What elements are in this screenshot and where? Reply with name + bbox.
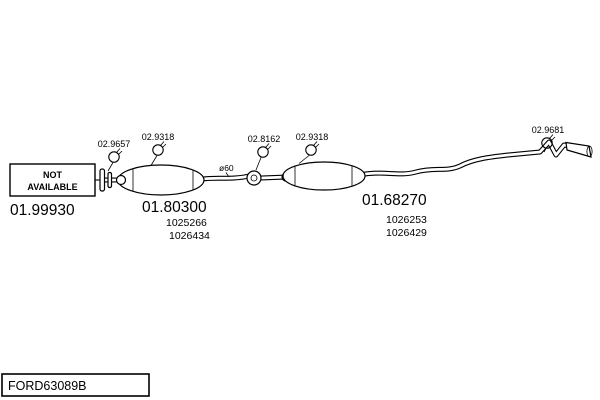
tail-pipe bbox=[357, 139, 587, 178]
front-muffler-body bbox=[115, 164, 205, 196]
tail-pipe-tip bbox=[565, 141, 593, 158]
leader-line-1 bbox=[107, 162, 114, 172]
footer-code-box: FORD63089B bbox=[1, 373, 150, 397]
clamp-icon-3 bbox=[257, 143, 272, 158]
diameter-leader bbox=[225, 172, 230, 178]
not-available-box: NOT AVAILABLE bbox=[9, 163, 96, 197]
not-available-line2: AVAILABLE bbox=[27, 182, 77, 192]
footer-code: FORD63089B bbox=[8, 379, 87, 393]
leader-line-5 bbox=[543, 148, 547, 153]
part-number-mid-muffler: 01.80300 bbox=[142, 199, 207, 216]
part-alt2-rear-muffler: 1026429 bbox=[386, 227, 427, 239]
part-number-front: 01.99930 bbox=[10, 202, 75, 219]
part-number-rear-muffler: 01.68270 bbox=[362, 192, 427, 209]
leader-line-2 bbox=[150, 155, 158, 166]
part-alt1-rear-muffler: 1026253 bbox=[386, 214, 427, 226]
rear-muffler-body bbox=[281, 161, 366, 191]
clamp-icon-1 bbox=[108, 148, 123, 163]
pipe-diameter-label: ø60 bbox=[219, 163, 234, 173]
leader-line-4 bbox=[298, 155, 310, 164]
flex-joint bbox=[246, 170, 262, 186]
mid-pipe bbox=[200, 173, 252, 182]
not-available-line1: NOT bbox=[43, 170, 63, 180]
clamp-icon-2 bbox=[152, 141, 167, 156]
clamp-icon-5 bbox=[541, 134, 556, 149]
clamp-label-4: 02.9318 bbox=[296, 132, 329, 142]
clamp-label-3: 02.8162 bbox=[248, 134, 281, 144]
front-flange bbox=[95, 168, 113, 192]
clamp-icon-4 bbox=[305, 141, 320, 156]
part-alt2-mid-muffler: 1026434 bbox=[169, 230, 210, 242]
part-alt1-mid-muffler: 1025266 bbox=[166, 217, 207, 229]
clamp-label-5: 02.9681 bbox=[532, 125, 565, 135]
leader-line-3 bbox=[255, 157, 262, 171]
clamp-label-2: 02.9318 bbox=[142, 132, 175, 142]
clamp-label-1: 02.9657 bbox=[98, 139, 131, 149]
